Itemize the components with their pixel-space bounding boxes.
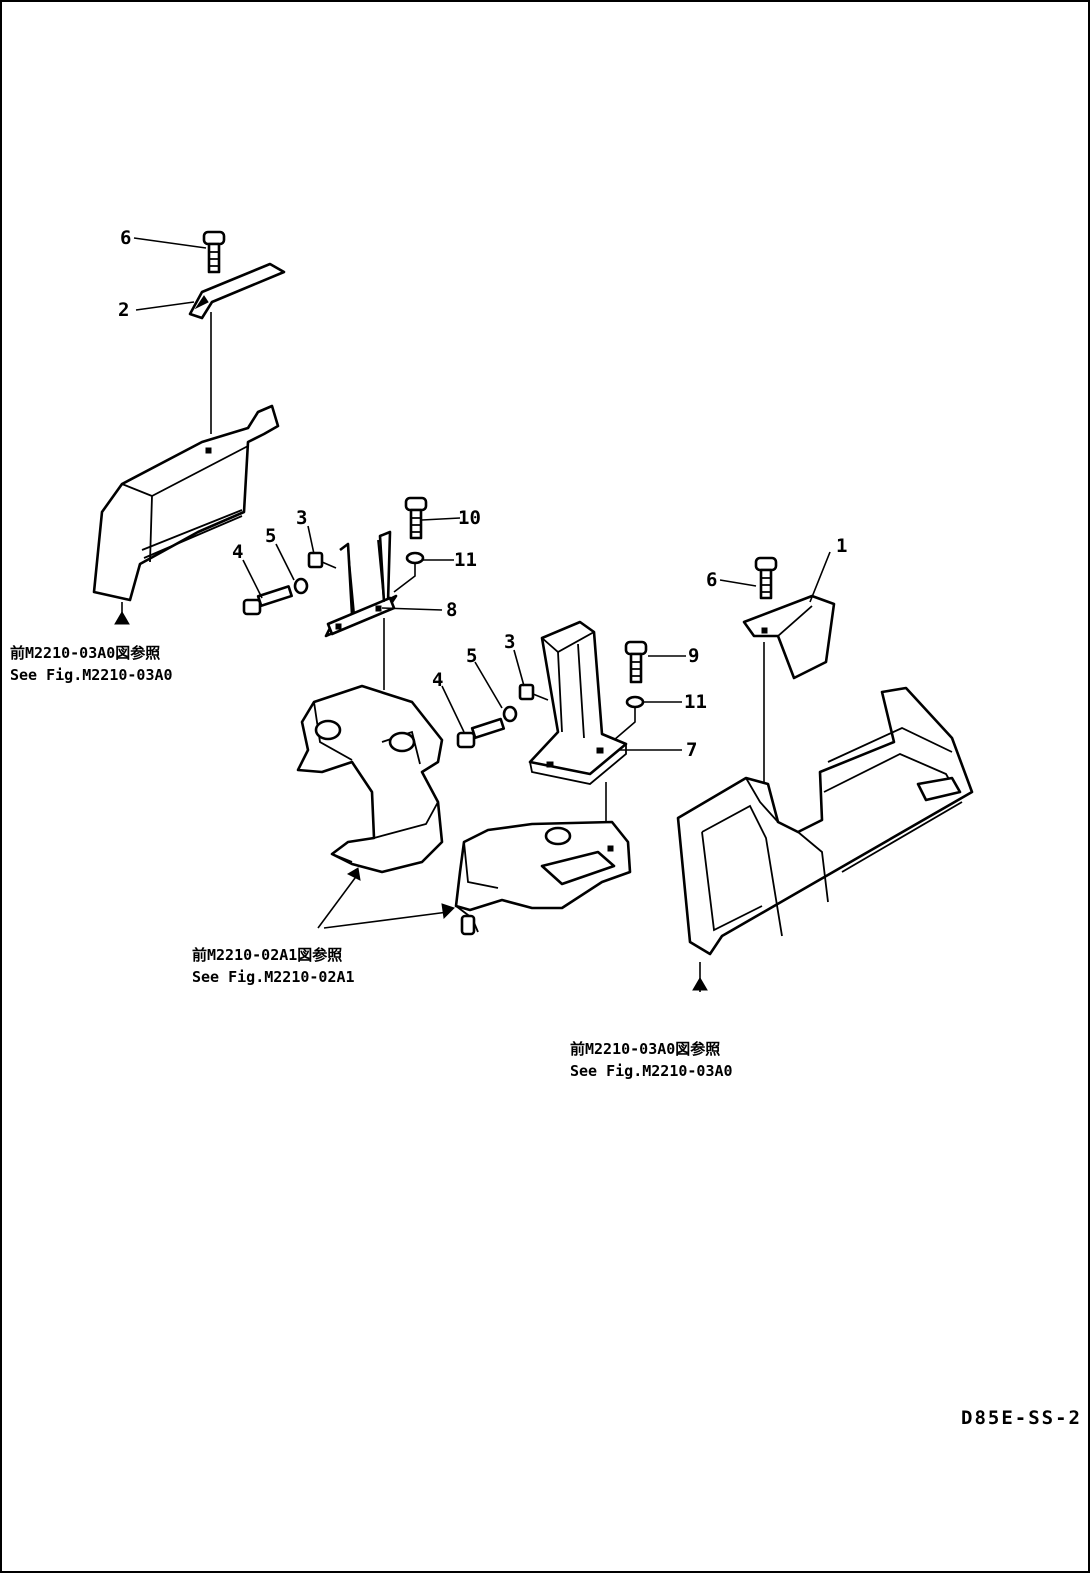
callout-1: 1: [836, 535, 847, 557]
reference-left-jp: 前M2210-03A0図参照: [10, 644, 160, 662]
callout-3-lower: 3: [504, 631, 515, 653]
bolt-4-lower: [456, 717, 506, 749]
drawing-code: D85E-SS-2: [961, 1407, 1082, 1429]
washer-5-upper: [293, 577, 309, 595]
washer-11-upper: [405, 551, 425, 565]
callout-8: 8: [446, 599, 457, 621]
bolt-10: [404, 496, 428, 540]
reference-center-jp: 前M2210-02A1図参照: [192, 946, 342, 964]
callout-6-right: 6: [706, 569, 717, 591]
callout-6-left: 6: [120, 227, 131, 249]
upper-housing-casting: [296, 684, 444, 874]
reference-note-right: 前M2210-03A0図参照 See Fig.M2210-03A0: [570, 1040, 733, 1080]
bolt-9: [624, 640, 648, 684]
callout-9: 9: [688, 645, 699, 667]
bracket-7: [528, 620, 628, 785]
callout-2: 2: [118, 299, 129, 321]
reference-left-en: See Fig.M2210-03A0: [10, 666, 173, 684]
plate-1: [742, 594, 836, 680]
nut-3-lower: [518, 683, 549, 701]
right-side-cover: [676, 686, 974, 956]
reference-right-en: See Fig.M2210-03A0: [570, 1062, 733, 1080]
reference-center-en: See Fig.M2210-02A1: [192, 968, 355, 986]
callout-7: 7: [686, 739, 697, 761]
callout-11-lower: 11: [684, 691, 707, 713]
bracket-8: [324, 530, 398, 638]
callout-5-upper: 5: [265, 525, 276, 547]
bolt-6-right: [754, 556, 778, 600]
washer-11-lower: [625, 695, 645, 709]
left-side-cover: [92, 404, 280, 602]
bolt-6-left: [202, 230, 226, 274]
callout-4-lower: 4: [432, 669, 443, 691]
callout-3-upper: 3: [296, 507, 307, 529]
callout-10: 10: [458, 507, 481, 529]
reference-right-jp: 前M2210-03A0図参照: [570, 1040, 720, 1058]
callout-11-upper: 11: [454, 549, 477, 571]
callout-4-upper: 4: [232, 541, 243, 563]
callout-5-lower: 5: [466, 645, 477, 667]
washer-5-lower: [502, 705, 518, 723]
bolt-4-upper: [242, 585, 293, 616]
reference-note-left: 前M2210-03A0図参照 See Fig.M2210-03A0: [10, 644, 173, 684]
bracket-2: [188, 262, 286, 320]
reference-note-center: 前M2210-02A1図参照 See Fig.M2210-02A1: [192, 946, 355, 986]
nut-3-upper: [307, 551, 337, 569]
lower-housing-casting: [454, 820, 632, 936]
